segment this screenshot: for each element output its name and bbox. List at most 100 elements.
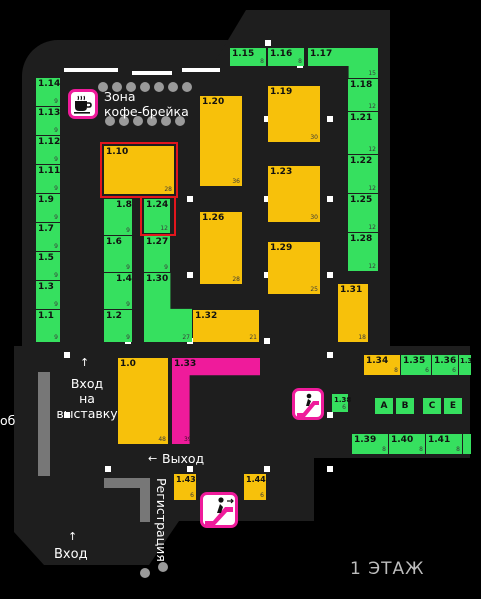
pole [168, 82, 178, 92]
booth-area: 9 [54, 301, 58, 308]
booth-label: 1.44 [246, 475, 266, 484]
booth-area: 9 [126, 264, 130, 271]
pole [158, 562, 168, 572]
booth-label: 1.41 [428, 435, 451, 445]
pillar [64, 352, 70, 358]
booth-b[interactable]: B [396, 398, 414, 414]
booth-label: 1.4 [116, 274, 132, 284]
booth-label: 1.20 [202, 97, 225, 107]
booth[interactable]: 1.44 6 [244, 474, 266, 500]
booth[interactable]: 1.16 8 [268, 48, 304, 66]
booth-label: 1.1 [38, 311, 54, 321]
booth-area: 9 [54, 156, 58, 163]
booth-area: 9 [126, 227, 130, 234]
booth-area: 15 [368, 70, 376, 77]
pole [105, 116, 115, 126]
booth-a[interactable]: A [375, 398, 393, 414]
pole [140, 82, 150, 92]
pillar [187, 272, 193, 278]
booth-label: 1.2 [106, 311, 122, 321]
pillar [264, 338, 270, 344]
booth-area: 6 [260, 492, 264, 499]
entrance-label: Вход [54, 547, 88, 562]
booth-area: 21 [249, 334, 257, 341]
entrance-arrow: ↑ [68, 530, 78, 543]
entrance-exhibition-arrow: ↑ [80, 356, 90, 369]
booth-label: 1.25 [350, 195, 373, 205]
booth[interactable]: 1.20 36 [200, 96, 242, 186]
pole [112, 82, 122, 92]
booth-label: 1.15 [232, 49, 255, 59]
booth-label: 1.39 [354, 435, 377, 445]
coffee-break-zone-label: Зона кофе-брейка [104, 89, 189, 119]
booth-area: 8 [298, 58, 302, 65]
pole [154, 82, 164, 92]
booth-area: 9 [164, 264, 168, 271]
pillar [327, 196, 333, 202]
booth-label: 1.16 [270, 49, 293, 59]
booth[interactable]: 1.37 [459, 355, 471, 375]
booth-area: 36 [232, 178, 240, 185]
registration-desk-side [140, 478, 150, 522]
booth-e[interactable]: E [444, 398, 462, 414]
booth-c[interactable]: C [423, 398, 441, 414]
registration-label: Регистрация [154, 478, 169, 562]
booth-label: 1.38 [334, 396, 352, 404]
booth-label: 1.40 [391, 435, 414, 445]
pillar [327, 116, 333, 122]
pole [126, 82, 136, 92]
pole [140, 568, 150, 578]
pole [182, 82, 192, 92]
booth-partial[interactable] [463, 434, 471, 454]
booth[interactable]: 1.0 48 [118, 358, 168, 444]
pillar [265, 40, 271, 46]
booth-label: 1.29 [270, 243, 293, 253]
booth-label: 1.0 [120, 359, 136, 369]
booth-area: 12 [368, 263, 376, 270]
wardrobe-label-fragment: об [0, 413, 16, 428]
booth-label: 1.43 [176, 475, 196, 484]
booth-label: 1.6 [106, 237, 122, 247]
booth-area: 48 [158, 436, 166, 443]
booth-area: 9 [54, 243, 58, 250]
booth-label: 1.14 [38, 79, 61, 89]
top-bar-green [132, 71, 172, 75]
